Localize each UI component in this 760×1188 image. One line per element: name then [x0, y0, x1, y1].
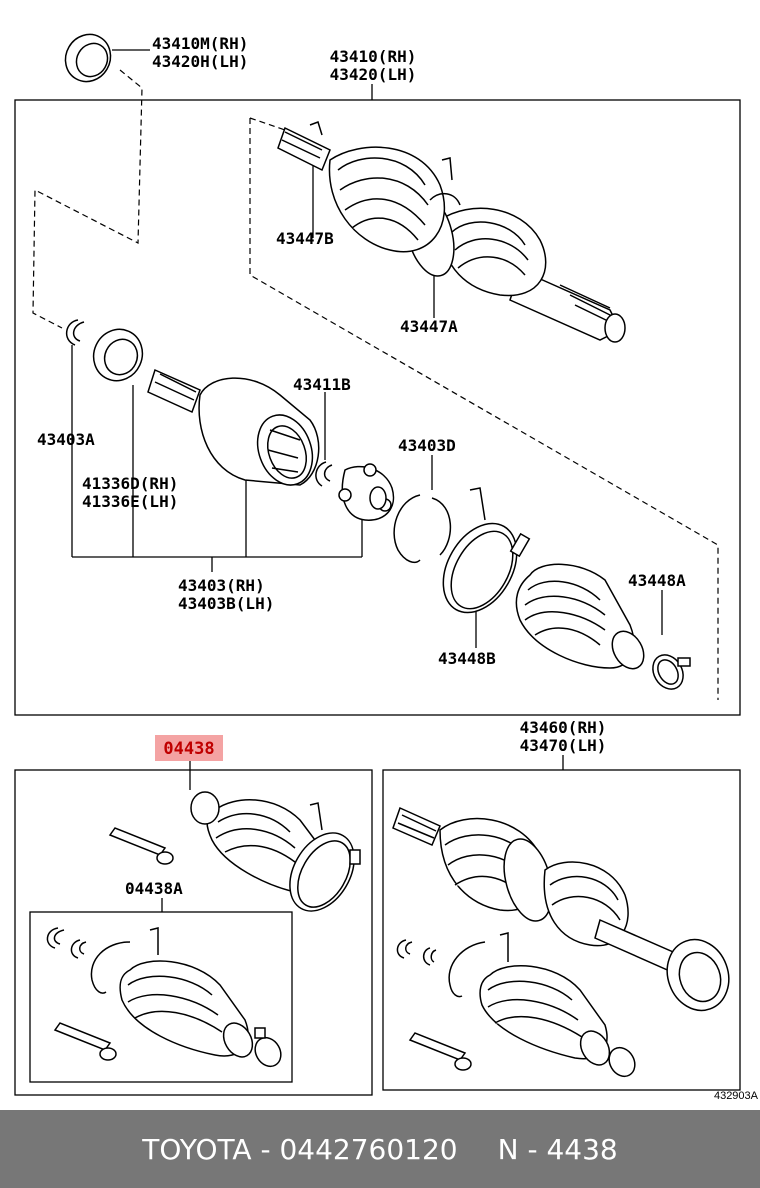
boot-icon [515, 563, 645, 670]
clip-icon [315, 461, 333, 487]
label-43448a[interactable]: 43448A [628, 571, 686, 590]
retaining-ring-icon [393, 494, 452, 563]
label-43470[interactable]: 43470(LH) [519, 736, 607, 755]
frame-kit-04438a [29, 911, 293, 1083]
footer-bar: TOYOTA - 0442760120 N - 4438 [0, 1110, 760, 1188]
label-04438a[interactable]: 04438A [125, 879, 183, 898]
footer-ref-number: N - 4438 [497, 1132, 618, 1166]
footer-part-number: TOYOTA - 0442760120 [142, 1132, 458, 1166]
drive-shaft-assembly-icon [277, 121, 626, 343]
frame-main [14, 99, 741, 716]
label-41336e[interactable]: 41336E(LH) [82, 492, 179, 511]
label-43403d[interactable]: 43403D [398, 436, 456, 455]
label-43447a[interactable]: 43447A [400, 317, 458, 336]
label-43448b[interactable]: 43448B [438, 649, 496, 668]
snap-ring-icon [66, 319, 85, 346]
kit-a-ring-icon [90, 941, 131, 994]
label-43403b[interactable]: 43403B(LH) [178, 594, 275, 613]
seal-ring-icon [64, 33, 112, 83]
label-43403a[interactable]: 43403A [37, 430, 95, 449]
kit-a-boot-icon [119, 927, 254, 1058]
grease-tube-icon [108, 827, 174, 865]
highlight-04438[interactable]: 04438 [155, 735, 223, 761]
kit-a-clip-icon [70, 939, 87, 959]
dust-seal-icon [92, 328, 144, 382]
diagram-code: 432903A [713, 1090, 758, 1102]
kit-a-clamp-icon [254, 1027, 282, 1068]
small-clamp-icon [652, 654, 691, 690]
kit-a-snap-ring-icon [46, 927, 65, 949]
frame-assembly-43460 [382, 769, 741, 1091]
label-41336d[interactable]: 41336D(RH) [82, 474, 179, 493]
label-43447b[interactable]: 43447B [276, 229, 334, 248]
tripod-icon [338, 463, 395, 521]
boot-band-icon [442, 487, 531, 614]
parts-diagram [14, 33, 741, 1096]
label-43403[interactable]: 43403(RH) [178, 576, 265, 595]
label-43420[interactable]: 43420(LH) [329, 65, 417, 84]
boot-kit-icon [190, 791, 361, 912]
label-43410[interactable]: 43410(RH) [329, 47, 417, 66]
label-43410m[interactable]: 43410M(RH) [152, 34, 249, 53]
kit-a-grease-tube-icon [53, 1022, 117, 1061]
label-43420h[interactable]: 43420H(LH) [152, 52, 249, 71]
joint-housing-icon [147, 368, 320, 486]
label-43460[interactable]: 43460(RH) [519, 718, 607, 737]
shaft-assembly-kit-icon [392, 806, 730, 1078]
highlight-04438-label[interactable]: 04438 [163, 739, 215, 759]
label-43411b[interactable]: 43411B [293, 375, 351, 394]
frame-kit-04438 [14, 769, 373, 1096]
